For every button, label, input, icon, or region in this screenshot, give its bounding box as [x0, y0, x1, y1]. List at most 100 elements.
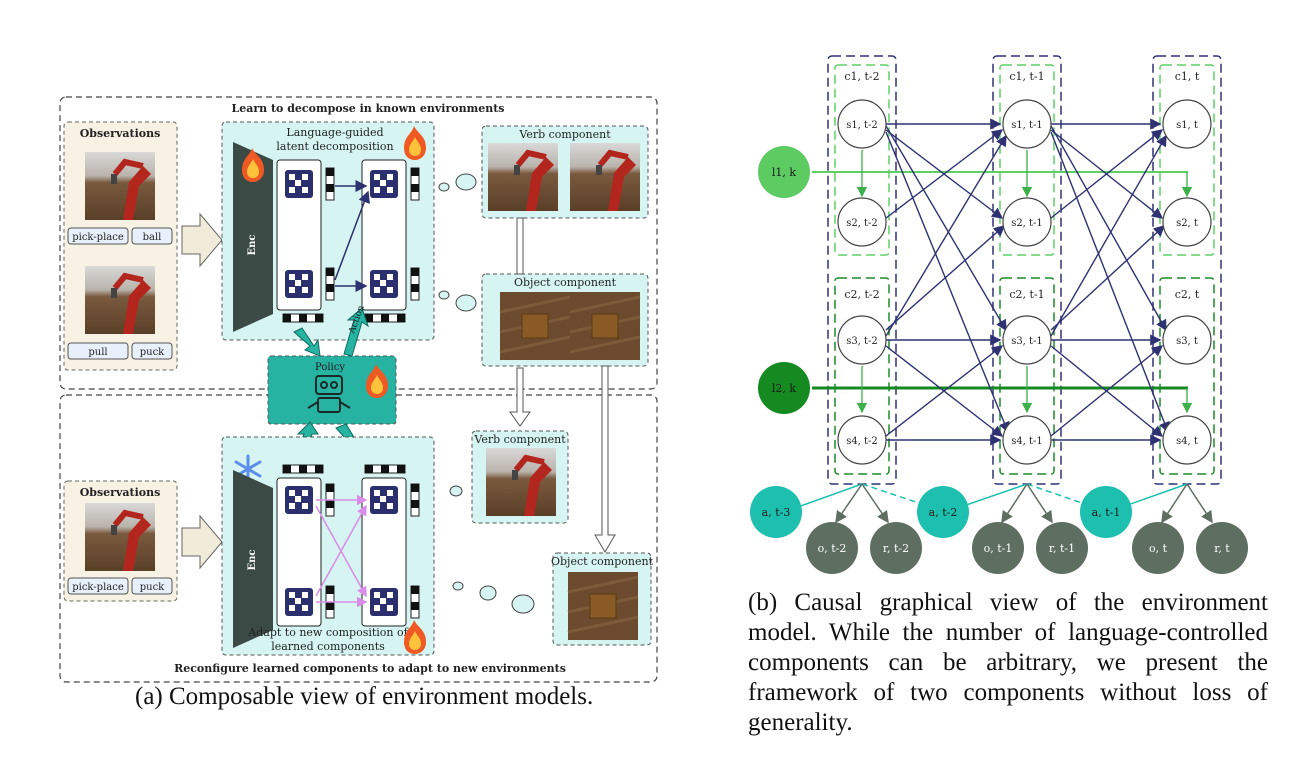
language-token — [410, 167, 420, 201]
decomposition-title: latent decomposition — [276, 140, 393, 153]
component-label: c2, t-1 — [1009, 288, 1044, 301]
state-label: s1, t-2 — [846, 120, 878, 131]
language-token — [325, 167, 335, 201]
action-node — [1080, 486, 1132, 538]
state-label: s1, t — [1176, 120, 1198, 131]
language-node — [758, 362, 810, 414]
language-label: l2, k — [772, 382, 797, 395]
robot-scene-image — [488, 143, 558, 211]
component-box — [999, 277, 1055, 475]
bubble — [455, 173, 477, 191]
language-node — [758, 146, 810, 198]
latent-grid-icon — [285, 486, 313, 514]
action-token — [364, 313, 406, 323]
tag-text: pick-place — [72, 582, 124, 593]
latent-grid-icon — [370, 588, 398, 616]
bubble — [438, 182, 450, 192]
language-token — [410, 483, 420, 517]
latent-grid-icon — [370, 270, 398, 298]
encoder-label: Enc — [247, 235, 258, 256]
bottom-region-label: Reconfigure learned components to adapt … — [174, 662, 566, 675]
policy-label: Policy — [315, 362, 345, 373]
state-label: s2, t-2 — [846, 218, 878, 229]
state-node — [1002, 99, 1052, 149]
action-node — [750, 486, 802, 538]
transition-arrow — [334, 190, 370, 281]
tag-text: ball — [143, 232, 162, 243]
observations-title-bottom: Observations — [80, 486, 161, 499]
component-box — [834, 64, 890, 256]
component-label: c1, t — [1175, 70, 1200, 83]
tag-text: pick-place — [72, 232, 124, 243]
verb-component-title: Verb component — [518, 128, 611, 141]
state-label: s3, t-2 — [846, 336, 878, 347]
observation-label: o, t — [1149, 542, 1168, 555]
component-link-arrow — [594, 365, 616, 553]
state-node — [837, 99, 887, 149]
state-node — [1162, 197, 1212, 247]
bubble — [449, 485, 463, 497]
state-label: s3, t-1 — [1011, 336, 1043, 347]
latent-grid-icon — [285, 588, 313, 616]
object-scene-image — [498, 290, 572, 362]
component-label: c2, t-2 — [844, 288, 879, 301]
component-link — [516, 217, 524, 275]
action-token — [282, 464, 324, 474]
state-label: s4, t-1 — [1011, 436, 1043, 447]
tag-box — [131, 227, 173, 245]
transition-edges — [885, 118, 1170, 446]
robot-scene-image — [85, 503, 155, 571]
recombination-arrows — [315, 494, 368, 608]
robot-icon — [307, 375, 351, 413]
state-node — [1002, 415, 1052, 465]
language-token — [410, 585, 420, 619]
tag-box — [67, 227, 129, 245]
latent-grid-icon — [370, 486, 398, 514]
state-node — [837, 415, 887, 465]
reward-label: r, t — [1214, 542, 1230, 555]
robot-scene-image — [85, 152, 155, 220]
state-node — [837, 197, 887, 247]
encoder-label: Enc — [247, 550, 258, 571]
state-node — [837, 315, 887, 365]
observation-node — [972, 522, 1024, 574]
language-control-arrows — [856, 150, 1193, 414]
action-node-label: a, t-1 — [1092, 506, 1121, 519]
state-label: s2, t — [1176, 218, 1198, 229]
robot-scene-image — [570, 143, 640, 211]
bubble — [511, 594, 535, 614]
robot-scene-image — [486, 448, 556, 516]
policy-input-arrow — [293, 327, 321, 357]
bubble — [455, 294, 477, 312]
reward-node — [1036, 522, 1088, 574]
bubble — [438, 290, 450, 300]
language-token — [325, 267, 335, 301]
policy-box — [267, 355, 397, 425]
observation-label: o, t-1 — [984, 542, 1013, 555]
component-box — [1159, 277, 1215, 475]
action-arrow — [343, 307, 369, 357]
state-label: s4, t-2 — [846, 436, 878, 447]
state-node — [1162, 315, 1212, 365]
reward-node — [870, 522, 922, 574]
tag-box — [131, 342, 173, 360]
object-scene-image — [566, 570, 640, 642]
observation-node — [806, 522, 858, 574]
latent-grid-icon — [370, 170, 398, 198]
state-node — [1162, 99, 1212, 149]
language-label: l1, k — [772, 166, 797, 179]
latent-grid-icon — [285, 170, 313, 198]
tag-text: puck — [140, 582, 165, 593]
observation-label: o, t-2 — [818, 542, 847, 555]
action-node-label: a, t-2 — [929, 506, 958, 519]
adaptation-title: learned components — [271, 640, 385, 653]
input-arrow — [181, 514, 223, 570]
state-label: s1, t-1 — [1011, 120, 1043, 131]
input-arrow — [181, 212, 223, 268]
encoder-block — [233, 142, 273, 332]
tag-box — [131, 577, 173, 595]
tag-text: puck — [140, 347, 165, 358]
top-region-label: Learn to decompose in known environments — [231, 102, 504, 115]
object-component-title: Object component — [514, 276, 617, 289]
